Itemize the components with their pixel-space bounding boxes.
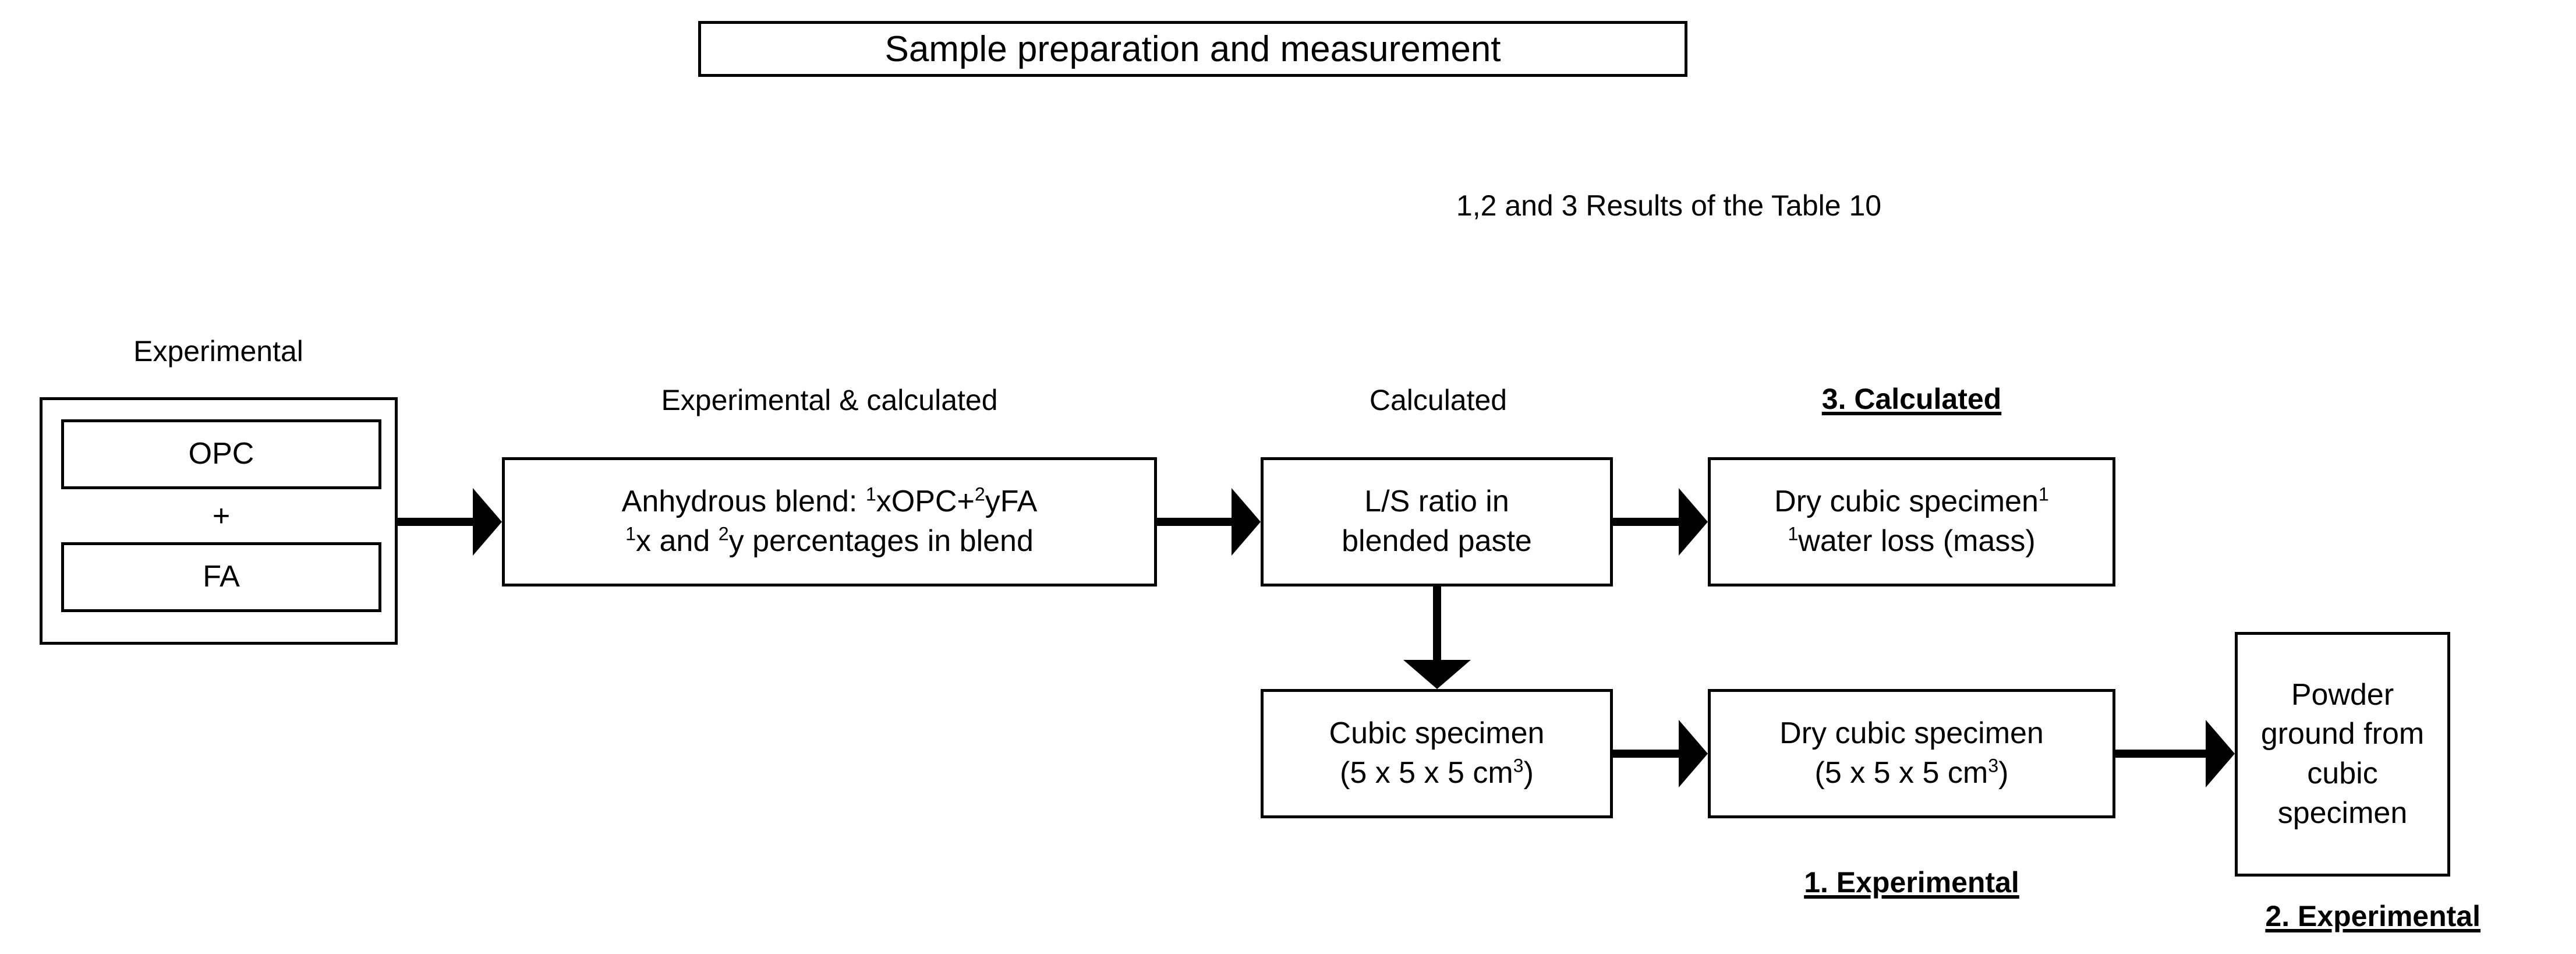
node-dry-cubic-specimen[interactable]: Dry cubic specimen (5 x 5 x 5 cm3) xyxy=(1708,689,2115,818)
anhydrous-line1-mid: xOPC+ xyxy=(876,485,975,519)
cubic-line2-prefix: (5 x 5 x 5 cm xyxy=(1340,756,1513,790)
anhydrous-line1-suffix: yFA xyxy=(985,485,1038,519)
powder-line4: specimen xyxy=(2277,796,2408,830)
node-cubic-specimen[interactable]: Cubic specimen (5 x 5 x 5 cm3) xyxy=(1261,689,1613,818)
caption-step-1-experimental: 1. Experimental xyxy=(1804,866,2019,899)
diagram-title: Sample preparation and measurement xyxy=(884,29,1501,69)
anhydrous-line2-sup1: 1 xyxy=(625,523,636,545)
caption-experimental: Experimental xyxy=(133,335,303,368)
anhydrous-line1-sup2: 2 xyxy=(974,484,985,506)
powder-line3: cubic xyxy=(2307,757,2378,790)
caption-experimental-and-calculated: Experimental & calculated xyxy=(661,384,998,416)
node-dry-cubic-specimen-label: Dry cubic specimen (5 x 5 x 5 cm3) xyxy=(1774,714,2050,793)
anhydrous-line2-suffix: y percentages in blend xyxy=(728,524,1034,558)
powder-line2: ground from xyxy=(2260,717,2425,751)
anhydrous-line2-sup2: 2 xyxy=(718,523,729,545)
dry-calc-line2: water loss (mass) xyxy=(1798,524,2036,558)
dry-cubic-line2-sup: 3 xyxy=(1988,755,1999,776)
cubic-line2-sup: 3 xyxy=(1513,755,1524,776)
arrowhead-experimental-to-anhydrous xyxy=(473,488,502,556)
node-opc-label: OPC xyxy=(188,437,254,471)
arrowhead-drycubic-to-powder xyxy=(2206,720,2235,787)
caption-step-3-calculated: 3. Calculated xyxy=(1821,383,2002,415)
anhydrous-line1-prefix: Anhydrous blend: xyxy=(621,485,866,519)
dry-calc-line2-sup: 1 xyxy=(1788,523,1799,545)
node-fa[interactable]: FA xyxy=(61,542,381,612)
table-reference-note: 1,2 and 3 Results of the Table 10 xyxy=(1456,189,1882,222)
caption-calculated: Calculated xyxy=(1369,384,1508,416)
node-ls-ratio-label: L/S ratio in blended paste xyxy=(1336,482,1538,561)
arrowhead-cubic-to-drycubic xyxy=(1679,720,1708,787)
node-experimental-materials-group[interactable]: OPC + FA xyxy=(40,397,398,645)
dry-cubic-line2-prefix: (5 x 5 x 5 cm xyxy=(1814,756,1988,790)
node-powder-ground[interactable]: Powder ground from cubic specimen xyxy=(2235,632,2450,877)
arrowhead-anhydrous-to-lsratio xyxy=(1232,488,1261,556)
node-opc[interactable]: OPC xyxy=(61,419,381,489)
node-cubic-specimen-label: Cubic specimen (5 x 5 x 5 cm3) xyxy=(1324,714,1551,793)
arrowhead-lsratio-to-cubic xyxy=(1403,660,1471,689)
caption-step-2-experimental: 2. Experimental xyxy=(2265,900,2481,932)
dry-calc-line1-sup: 1 xyxy=(2038,484,2049,506)
plus-sign: + xyxy=(61,496,381,537)
dry-cubic-line1: Dry cubic specimen xyxy=(1779,716,2044,751)
dry-calc-line1: Dry cubic specimen xyxy=(1774,485,2039,519)
dry-cubic-line2-suffix: ) xyxy=(1998,756,2009,790)
cubic-line2-suffix: ) xyxy=(1523,756,1534,790)
anhydrous-line1-sup1: 1 xyxy=(865,484,876,506)
arrowhead-lsratio-to-drycalc xyxy=(1679,488,1708,556)
anhydrous-line2-mid: x and xyxy=(636,524,719,558)
powder-line1: Powder xyxy=(2291,677,2394,712)
diagram-title-box: Sample preparation and measurement xyxy=(698,21,1687,77)
node-powder-ground-label: Powder ground from cubic specimen xyxy=(2255,676,2430,833)
plus-sign-label: + xyxy=(212,499,231,533)
cubic-line1: Cubic specimen xyxy=(1329,716,1545,751)
node-ls-ratio[interactable]: L/S ratio in blended paste xyxy=(1261,457,1613,586)
node-fa-label: FA xyxy=(203,560,240,594)
ls-ratio-line1: L/S ratio in xyxy=(1364,485,1509,519)
ls-ratio-line2: blended paste xyxy=(1342,524,1532,558)
